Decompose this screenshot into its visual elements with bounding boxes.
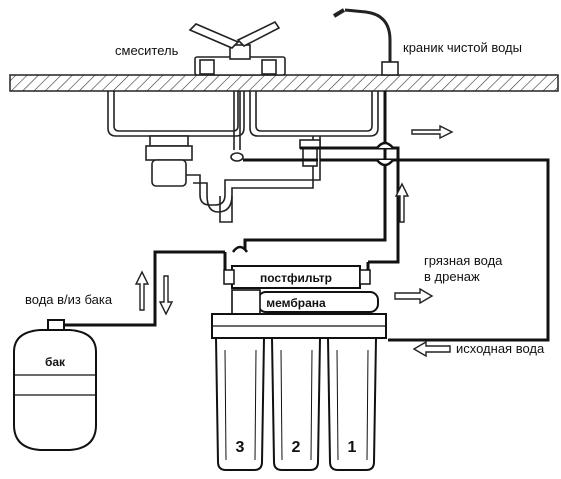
clean-tap-label: краник чистой воды [403, 40, 522, 55]
filter-number-1: 3 [236, 439, 245, 456]
countertop [9, 74, 559, 92]
postfilter: постфильтр [223, 265, 371, 289]
flow-arrows [134, 124, 454, 358]
clean-water-tap [332, 8, 399, 76]
piping [60, 91, 550, 342]
postfilter-label: постфильтр [260, 271, 332, 285]
membrane-label: мембрана [266, 296, 326, 310]
source-water-label: исходная вода [456, 341, 545, 356]
tank-line-label: вода в/из бака [25, 292, 113, 307]
filter-number-2: 2 [292, 439, 301, 456]
filter-manifold [211, 313, 387, 339]
tank-label: бак [45, 355, 66, 369]
filter-canisters [214, 337, 378, 471]
filter-number-3: 1 [348, 439, 357, 456]
membrane: мембрана [231, 289, 379, 315]
sink [107, 91, 379, 137]
mixer-faucet [188, 20, 286, 76]
storage-tank: бак [13, 319, 97, 451]
drain-label-line1: грязная вода [424, 253, 503, 268]
mixer-label: смеситель [115, 43, 179, 58]
pipe-crossings [231, 141, 394, 253]
drain-label-line2: в дренаж [424, 269, 480, 284]
drain-trap [145, 135, 321, 223]
